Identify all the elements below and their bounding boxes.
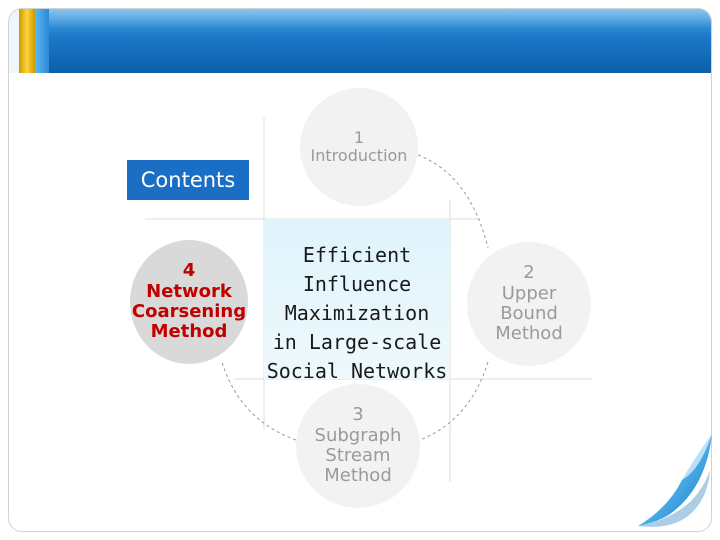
item-label: Subgraph	[314, 424, 402, 446]
presentation-title: Efficient Influence Maximization in Larg…	[262, 241, 452, 386]
title-line: Maximization	[284, 301, 430, 325]
header-accent-white	[9, 9, 19, 73]
item-label: Network	[146, 280, 232, 302]
header-bar	[9, 9, 711, 73]
title-line: Influence	[302, 272, 412, 296]
page-curl-icon	[638, 434, 712, 527]
item-number: 4	[182, 260, 196, 282]
item-label: Method	[150, 321, 228, 343]
item-network-coarsening-method[interactable]: 4 Network Coarsening Method	[130, 240, 248, 364]
title-line: Efficient	[302, 243, 412, 267]
header-shine	[9, 9, 711, 29]
center-title-panel	[264, 219, 450, 379]
contents-label: Contents	[127, 160, 249, 200]
arc-intro-to-upper	[417, 154, 489, 249]
arc-subgraph-to-network	[221, 361, 297, 441]
item-number: 2	[523, 262, 535, 284]
header-accent-gold	[19, 9, 35, 73]
title-line: in Large-scale	[272, 330, 442, 354]
item-label: Method	[324, 465, 392, 487]
item-introduction[interactable]: 1 Introduction	[300, 88, 418, 206]
item-label: Stream	[325, 445, 391, 466]
item-subgraph-stream-method[interactable]: 3 Subgraph Stream Method	[296, 384, 420, 508]
item-number: 1	[353, 127, 365, 147]
item-label: Method	[495, 323, 563, 345]
header-accent-blue	[35, 9, 49, 73]
item-label: Upper	[501, 282, 557, 304]
item-upper-bound-method[interactable]: 2 Upper Bound Method	[467, 242, 591, 366]
item-label: Bound	[500, 303, 558, 324]
arc-upper-to-subgraph	[419, 361, 489, 441]
item-label: Introduction	[310, 146, 408, 165]
title-line: Social Networks	[266, 359, 448, 383]
item-number: 3	[352, 404, 364, 426]
item-label: Coarsening	[131, 301, 247, 322]
